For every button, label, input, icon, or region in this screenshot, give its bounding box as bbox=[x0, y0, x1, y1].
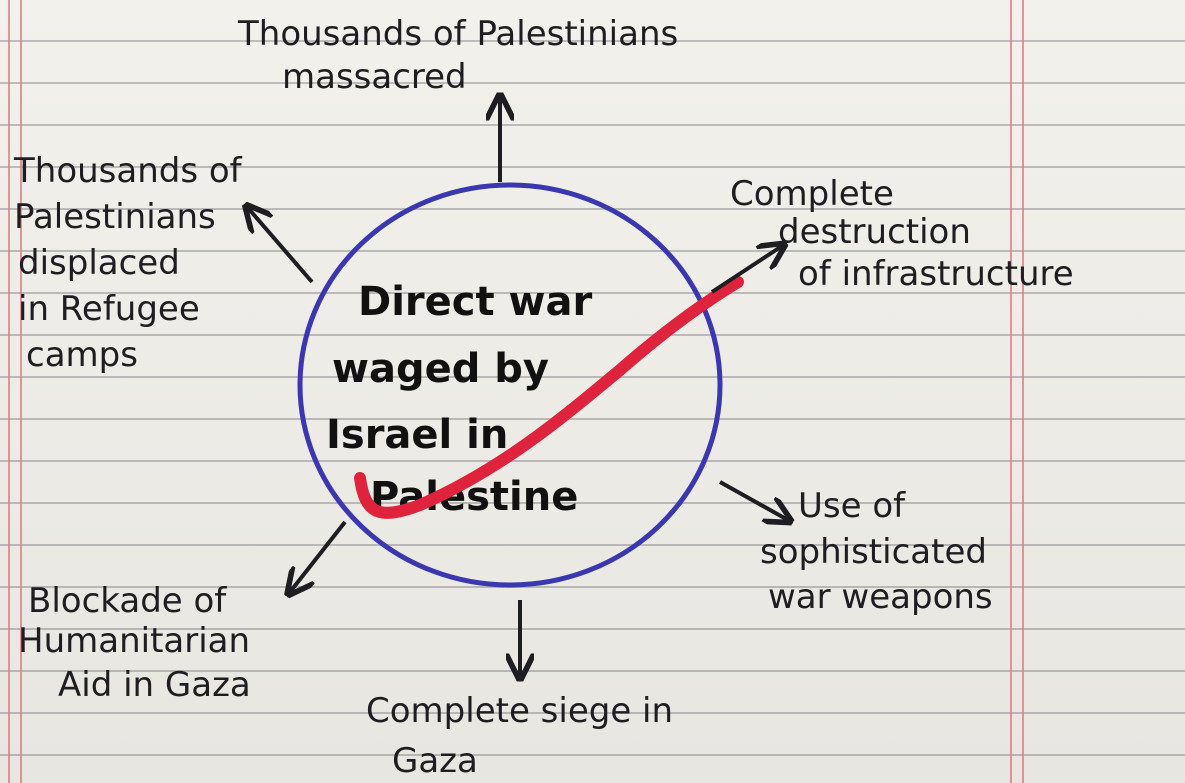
node-top-left-line-4: in Refugee bbox=[18, 289, 200, 329]
arrow-right-bottom bbox=[719, 480, 788, 520]
arrow-bottom-left bbox=[290, 520, 347, 592]
margin-line-right-outer bbox=[1022, 0, 1024, 783]
node-right-bottom-line-3: war weapons bbox=[768, 577, 993, 617]
node-right-top-line-1: Complete bbox=[730, 174, 894, 214]
arrow-right-top bbox=[710, 246, 782, 294]
node-top-line-1: Thousands of Palestinians bbox=[237, 14, 678, 54]
node-right-top-line-3: of infrastructure bbox=[798, 254, 1074, 294]
node-top-left-line-2: Palestinians bbox=[14, 197, 216, 237]
node-top-line-2: massacred bbox=[282, 57, 467, 97]
margin-line-left-inner bbox=[20, 0, 22, 783]
node-right-bottom-line-2: sophisticated bbox=[760, 532, 987, 572]
node-right-bottom: Use of sophisticated war weapons bbox=[760, 486, 993, 617]
node-top-left-line-3: displaced bbox=[18, 243, 180, 283]
node-bottom-left-line-1: Blockade of bbox=[28, 581, 227, 621]
center-text: Direct war waged by Israel in Palestine bbox=[326, 279, 592, 520]
node-top-left-line-1: Thousands of bbox=[13, 151, 243, 191]
center-circle bbox=[297, 182, 723, 588]
red-strike-line bbox=[354, 276, 744, 519]
arrow-top-left bbox=[248, 208, 314, 284]
node-top-left: Thousands of Palestinians displaced in R… bbox=[13, 151, 243, 375]
node-bottom-line-2: Gaza bbox=[392, 741, 478, 781]
node-bottom-left: Blockade of Humanitarian Aid in Gaza bbox=[18, 581, 251, 705]
center-line-1: Direct war bbox=[358, 279, 592, 325]
node-bottom-line-1: Complete siege in bbox=[366, 691, 673, 731]
node-bottom: Complete siege in Gaza bbox=[366, 691, 673, 781]
node-top: Thousands of Palestinians massacred bbox=[237, 14, 678, 97]
node-bottom-left-line-2: Humanitarian bbox=[18, 621, 250, 661]
center-line-3: Israel in bbox=[326, 412, 508, 458]
node-right-top: Complete destruction of infrastructure bbox=[730, 174, 1074, 294]
center-line-2: waged by bbox=[332, 346, 549, 392]
node-bottom-left-line-3: Aid in Gaza bbox=[58, 665, 251, 705]
margin-line-right-inner bbox=[1010, 0, 1012, 783]
margin-line-left-outer bbox=[8, 0, 10, 783]
node-top-left-line-5: camps bbox=[26, 335, 138, 375]
node-right-top-line-2: destruction bbox=[778, 212, 971, 252]
node-right-bottom-line-1: Use of bbox=[798, 486, 906, 526]
